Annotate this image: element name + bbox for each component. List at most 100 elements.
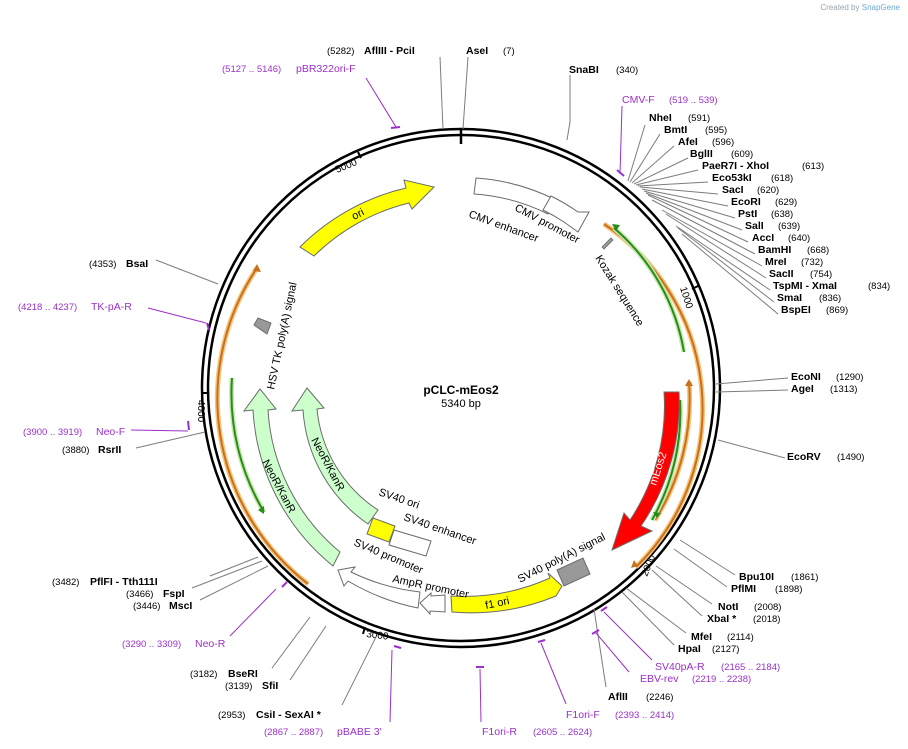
- primer-neo-r-mark: [281, 581, 288, 588]
- site-acci-pos: (640): [788, 233, 810, 244]
- feature-f1-ori-label: f1 ori: [484, 595, 510, 612]
- primer-sv40pa-mark: [600, 606, 608, 612]
- leader-ecori: [641, 188, 729, 207]
- primer-neo-f-name: Neo-F: [96, 426, 125, 438]
- site-xbai-name: XbaI *: [707, 613, 737, 625]
- orf-arrowhead-green-2: [653, 512, 661, 518]
- leader-afei: [631, 145, 675, 184]
- leader-saci: [639, 186, 719, 195]
- site-mfei-name: MfeI: [691, 631, 712, 643]
- site-sacii-name: SacII: [769, 268, 794, 280]
- site-saci-pos: (620): [757, 185, 779, 196]
- primer-cmv-f-name: CMV-F: [622, 94, 655, 106]
- mcs-leaders: [627, 124, 779, 315]
- site-rsrii-pos: (3880): [62, 445, 89, 456]
- primer-pbabe-pos: (2867 .. 2887): [264, 727, 323, 738]
- site-bglii-pos: (609): [731, 149, 753, 160]
- primer-pbr322ori-pos: (5127 .. 5146): [222, 64, 281, 75]
- site-mrei-name: MreI: [765, 256, 787, 268]
- site-noti-name: NotI: [718, 601, 738, 613]
- site-bsai-leader: [155, 259, 219, 285]
- orf-arc-left-green: [230, 377, 265, 513]
- site-bseri-name: BseRI: [228, 668, 258, 680]
- site-bpu10i-name: Bpu10I: [739, 571, 774, 583]
- site-psti-pos: (638): [771, 209, 793, 220]
- site-agei-pos: (1313): [830, 384, 857, 395]
- site-bmti-pos: (595): [705, 125, 727, 136]
- leader-sacii: [665, 213, 767, 279]
- feature-hsv-tk-polya-box: [253, 317, 272, 335]
- site-xmai-name: TspMI - XmaI: [773, 280, 837, 292]
- primer-tk-pa-r-name: TK-pA-R: [91, 301, 132, 313]
- orf-arc-green-2: [651, 399, 682, 521]
- site-aflii-leader: [593, 608, 607, 688]
- primer-f1ori-f-mark: [537, 639, 546, 643]
- primer-ebv-rev-name: EBV-rev: [640, 673, 679, 685]
- site-bamhi-name: BamHI: [758, 244, 791, 256]
- site-bsai-name: BsaI: [126, 258, 148, 270]
- primer-pbr322ori-leader: [365, 77, 397, 128]
- primer-f1ori-r-leader: [479, 668, 482, 723]
- site-mfei-leader: [625, 587, 687, 634]
- site-eco53ki-name: Eco53kI: [712, 172, 752, 184]
- primer-cmv-f-leader: [619, 105, 623, 175]
- primer-ebv-rev-mark: [591, 629, 600, 635]
- site-noti-pos: (2008): [754, 602, 781, 613]
- site-bsai-pos: (4353): [89, 259, 116, 270]
- primer-f1ori-r-name: F1ori-R: [482, 726, 517, 738]
- leader-bmti: [629, 133, 661, 183]
- primer-ebv-rev-leader: [595, 632, 630, 673]
- leader-psti: [643, 190, 736, 219]
- primer-sv40pa-pos: (2165 .. 2184): [721, 662, 780, 673]
- primer-f1ori-r-pos: (2605 .. 2624): [533, 727, 592, 738]
- site-pflfi-name: PflFI - Tth111I: [90, 576, 158, 588]
- primer-f1ori-f-name: F1ori-F: [566, 709, 600, 721]
- feature-cmv-promoter-arrow: [542, 195, 590, 233]
- site-acci-name: AccI: [752, 232, 774, 244]
- site-sacii-pos: (754): [810, 269, 832, 280]
- feature-sv40-polya-box: [556, 557, 591, 587]
- orf-arc-green-1: [613, 227, 685, 353]
- primer-ebv-rev-pos: (2219 .. 2238): [692, 674, 751, 685]
- site-msci-pos: (3446): [133, 601, 160, 612]
- primer-tk-pa-r-mark: [206, 322, 210, 331]
- orf-arrowhead-orange-2: [685, 379, 693, 386]
- primers: (5127 .. 5146) pBR322ori-F CMV-F (519 ..…: [18, 63, 780, 738]
- site-asei-name: AseI: [466, 45, 488, 57]
- site-agei-name: AgeI: [791, 383, 814, 395]
- leader-eco53ki: [637, 181, 709, 187]
- site-bglii-name: BglII: [690, 148, 713, 160]
- site-pflmi-name: PflMI: [731, 583, 756, 595]
- primer-neo-f-mark: [187, 420, 190, 431]
- site-hpai-pos: (2127): [712, 644, 739, 655]
- feature-neor-outer-arrow: [242, 388, 341, 567]
- site-afei-name: AfeI: [678, 136, 698, 148]
- site-pflmi-leader: [673, 548, 728, 588]
- site-nhei-pos: (591): [688, 113, 710, 124]
- site-agei-leader: [715, 389, 789, 393]
- tick-5000-mark: [357, 151, 362, 159]
- site-noti-leader: [655, 565, 713, 605]
- site-csii-pos: (2953): [218, 710, 245, 721]
- leader-sali: [645, 192, 743, 231]
- site-eco53ki-pos: (618): [771, 173, 793, 184]
- feature-neor-inner-label: NeoR/KanR: [308, 436, 346, 494]
- site-aflii-pos: (2246): [646, 692, 673, 703]
- orf-arc-left-outer: [216, 267, 309, 585]
- site-sali-name: SalI: [745, 220, 764, 232]
- snapgene-credit: Created by SnapGene: [820, 3, 900, 12]
- site-hpai-name: HpaI: [678, 643, 701, 655]
- tick-1000-mark: [691, 285, 699, 290]
- site-csii-leader: [341, 636, 377, 706]
- primer-pbabe-mark: [393, 645, 402, 649]
- primer-sv40pa-name: SV40pA-R: [655, 661, 705, 673]
- feature-sv40-enhancer-box: [388, 529, 432, 557]
- primer-neo-r-leader: [229, 588, 277, 637]
- leader-bamhi: [651, 199, 756, 255]
- plasmid-length: 5340 bp: [441, 398, 481, 410]
- site-afliii-leader: [439, 56, 444, 130]
- orf-arrowhead-left-green: [258, 506, 264, 514]
- site-bamhi-pos: (668): [807, 245, 829, 256]
- site-econi-leader: [715, 377, 789, 385]
- primer-cmv-f-pos: (519 .. 539): [669, 95, 718, 106]
